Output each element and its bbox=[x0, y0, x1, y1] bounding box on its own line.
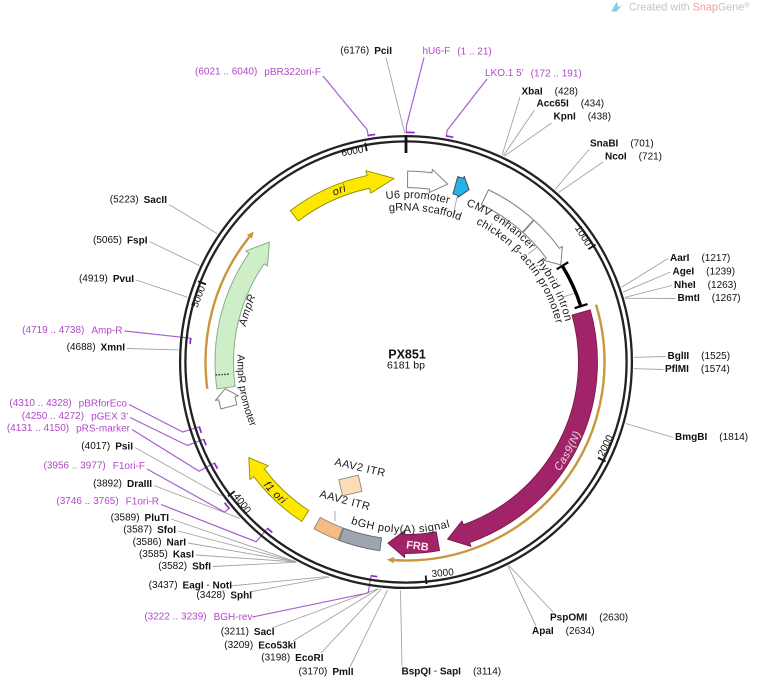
svg-text:Created with SnapGene®: Created with SnapGene® bbox=[629, 0, 750, 14]
svg-text:3000: 3000 bbox=[431, 567, 455, 580]
svg-text:(4250 .. 4272)pGEX 3': (4250 .. 4272)pGEX 3' bbox=[22, 411, 128, 422]
svg-text:Acc65I(434): Acc65I(434) bbox=[537, 98, 605, 109]
svg-text:BmtI(1267): BmtI(1267) bbox=[678, 293, 741, 304]
svg-text:(5065)FspI: (5065)FspI bbox=[93, 235, 148, 246]
svg-text:(3428)SphI: (3428)SphI bbox=[196, 590, 252, 601]
svg-text:(3956 .. 3977)F1ori-F: (3956 .. 3977)F1ori-F bbox=[44, 461, 146, 472]
svg-text:BglII(1525): BglII(1525) bbox=[668, 351, 731, 362]
svg-text:AarI(1217): AarI(1217) bbox=[670, 253, 730, 264]
svg-text:AgeI(1239): AgeI(1239) bbox=[673, 266, 736, 277]
svg-text:6000: 6000 bbox=[341, 144, 365, 159]
svg-text:(3746 .. 3765)F1ori-R: (3746 .. 3765)F1ori-R bbox=[56, 496, 159, 507]
svg-text:(4310 .. 4328)pBRforEco: (4310 .. 4328)pBRforEco bbox=[9, 398, 127, 409]
svg-text:6181 bp: 6181 bp bbox=[387, 359, 425, 371]
svg-text:(6176)PciI: (6176)PciI bbox=[340, 46, 392, 57]
svg-text:NcoI(721): NcoI(721) bbox=[605, 151, 662, 162]
svg-text:ApaI(2634): ApaI(2634) bbox=[532, 626, 595, 637]
svg-text:(3222 .. 3239)BGH-rev: (3222 .. 3239)BGH-rev bbox=[144, 612, 252, 623]
svg-text:LKO.1 5'(172 .. 191): LKO.1 5'(172 .. 191) bbox=[485, 68, 582, 79]
svg-text:(3170)PmlI: (3170)PmlI bbox=[298, 667, 353, 678]
svg-text:(3211)SacI: (3211)SacI bbox=[221, 627, 275, 638]
svg-text:(3209)Eco53kI: (3209)Eco53kI bbox=[224, 640, 296, 651]
svg-text:FRB: FRB bbox=[405, 539, 429, 554]
svg-text:NheI(1263): NheI(1263) bbox=[674, 280, 737, 291]
svg-text:(4719 .. 4738)Amp-R: (4719 .. 4738)Amp-R bbox=[22, 325, 122, 336]
svg-text:SnaBI(701): SnaBI(701) bbox=[590, 138, 654, 149]
svg-text:BmgBI(1814): BmgBI(1814) bbox=[675, 432, 748, 443]
svg-text:BspQI - SapI(3114): BspQI - SapI(3114) bbox=[402, 666, 502, 677]
svg-text:(3582)SbfI: (3582)SbfI bbox=[158, 561, 211, 572]
svg-text:hU6-F(1 .. 21): hU6-F(1 .. 21) bbox=[423, 46, 492, 57]
svg-text:(3586)NarI: (3586)NarI bbox=[133, 537, 187, 548]
svg-text:(4919)PvuI: (4919)PvuI bbox=[79, 274, 134, 285]
svg-text:KpnI(438): KpnI(438) bbox=[554, 111, 612, 122]
svg-text:PX851: PX851 bbox=[388, 348, 426, 362]
svg-text:PflMI(1574): PflMI(1574) bbox=[665, 364, 730, 375]
svg-text:PspOMI(2630): PspOMI(2630) bbox=[550, 612, 628, 623]
svg-text:(3437)EagI - NotI: (3437)EagI - NotI bbox=[149, 580, 233, 591]
svg-text:(4131 .. 4150)pRS-marker: (4131 .. 4150)pRS-marker bbox=[7, 423, 131, 434]
svg-text:(3587)SfoI: (3587)SfoI bbox=[123, 525, 176, 536]
svg-text:XbaI(428): XbaI(428) bbox=[522, 86, 578, 97]
svg-text:(4017)PsiI: (4017)PsiI bbox=[81, 441, 133, 452]
svg-text:(3585)KasI: (3585)KasI bbox=[139, 549, 194, 560]
svg-text:(5223)SacII: (5223)SacII bbox=[110, 195, 167, 206]
